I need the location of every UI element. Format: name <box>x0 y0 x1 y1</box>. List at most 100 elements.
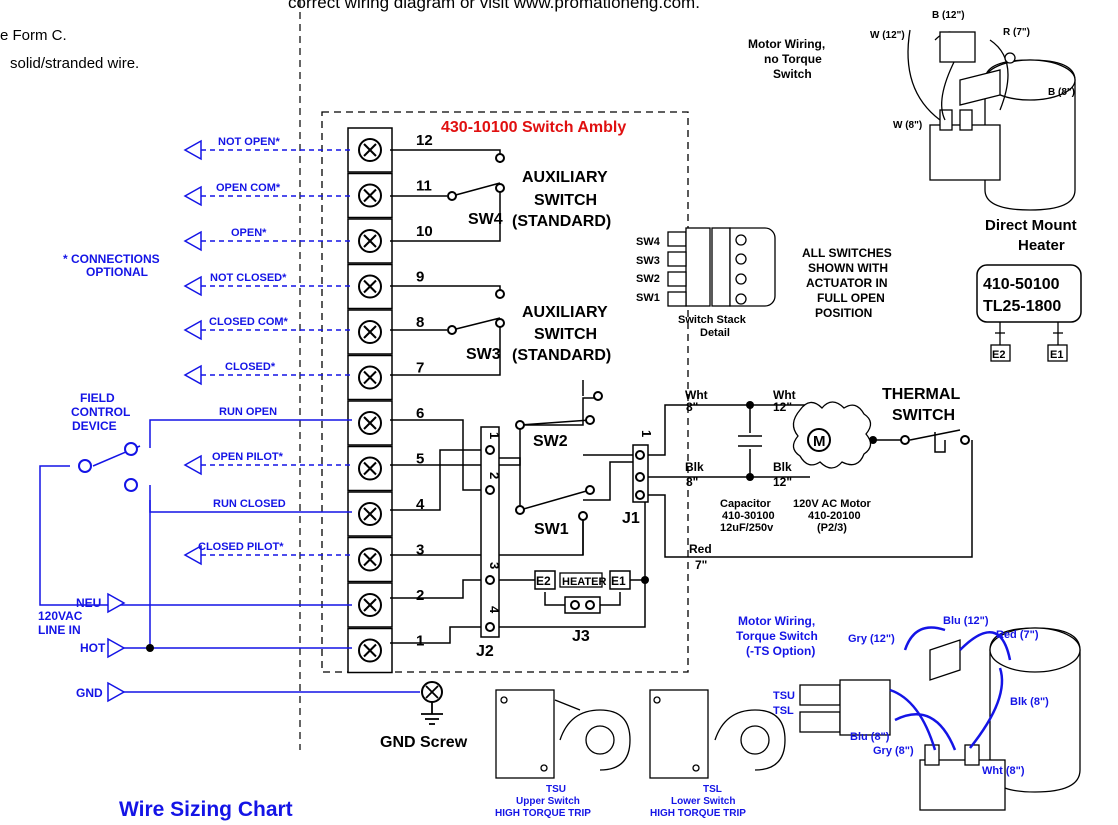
terminal-number: 9 <box>416 269 424 286</box>
j2-pin4-label: 4 <box>487 606 502 614</box>
motor-ts-gry8: Gry (8") <box>873 745 914 757</box>
terminal-number: 11 <box>416 178 432 195</box>
output-arrow-icon <box>183 230 202 252</box>
terminal-7: 7 <box>347 354 424 401</box>
motor-top-title-2: no Torque <box>764 52 822 66</box>
sw1-label: SW1 <box>534 521 569 538</box>
tsl-label-1: TSL <box>703 784 722 795</box>
run-open-label: RUN OPEN <box>219 406 277 418</box>
terminal-2: 2 <box>347 582 424 628</box>
heater-e1-box <box>609 570 631 590</box>
output-arrow-icon <box>183 364 202 386</box>
motor-ts-red7: Red (7") <box>996 629 1039 641</box>
output-arrow-icon <box>183 139 202 161</box>
neu-arrow-icon <box>107 592 126 614</box>
terminal-1: 1 <box>347 627 424 674</box>
wht8-len: 8" <box>686 400 698 414</box>
connections-optional-1: * CONNECTIONS <box>63 252 160 266</box>
hot-arrow-icon <box>107 637 126 659</box>
stack-sw1: SW1 <box>636 292 660 304</box>
thermal-label-2: SWITCH <box>892 407 955 424</box>
tsu-label-2: Upper Switch <box>516 796 580 807</box>
switch-contacts <box>447 153 970 521</box>
heater-e2-label: E2 <box>536 574 551 588</box>
terminal-6: 6 <box>347 400 424 446</box>
motor-ts-blue-wires <box>889 626 1012 751</box>
run-closed-label: RUN CLOSED <box>213 498 286 510</box>
heater-e2-box <box>534 570 556 590</box>
aux-top-line1: AUXILIARY <box>522 169 608 186</box>
output-line: CLOSED* <box>183 361 352 386</box>
output-label: CLOSED COM* <box>209 316 289 328</box>
hot-label: HOT <box>80 641 106 655</box>
motor-top-b8: B (8") <box>1048 87 1075 98</box>
motor-ts-title-2: Torque Switch <box>736 629 818 643</box>
motor-label: 120V AC Motor <box>793 498 872 510</box>
j2-pin <box>485 622 495 632</box>
j1-pin1-label: 1 <box>639 430 654 437</box>
junction-dot <box>746 401 754 409</box>
motor-ts-wht8: Wht (8") <box>982 765 1025 777</box>
output-label: OPEN* <box>231 227 267 239</box>
direct-heater-title-1: Direct Mount <box>985 217 1077 234</box>
j1-pin <box>635 472 645 482</box>
motor-ts-blu8: Blu (8") <box>850 731 890 743</box>
motor-ts-gry12: Gry (12") <box>848 633 895 645</box>
terminal-number: 6 <box>416 405 424 422</box>
output-label: NOT CLOSED* <box>210 272 287 284</box>
j2-pin1-label: 1 <box>487 432 502 439</box>
position-note-4: FULL OPEN <box>817 291 885 305</box>
output-label: OPEN PILOT* <box>212 451 284 463</box>
motor-top-title-3: Switch <box>773 67 812 81</box>
field-control-wiring <box>39 419 420 693</box>
motor-ts-drawing <box>799 627 1081 811</box>
blk8-len: 8" <box>686 475 698 489</box>
capacitor-rating: 12uF/250v <box>720 522 774 534</box>
j2-label: J2 <box>476 643 494 660</box>
aux-bottom-line1: AUXILIARY <box>522 304 608 321</box>
terminal-number: 3 <box>416 542 424 559</box>
stack-caption-2: Detail <box>700 327 730 339</box>
stack-caption-1: Switch Stack <box>678 314 747 326</box>
j3-pin <box>570 600 580 610</box>
heater-box <box>559 572 603 588</box>
heater-e1-label: E1 <box>611 574 626 588</box>
direct-heater-leads <box>990 322 1068 362</box>
motor-ts-blu12: Blu (12") <box>943 615 989 627</box>
j2-pin3-label: 3 <box>487 562 502 569</box>
terminal-number: 4 <box>416 496 425 513</box>
output-line: CLOSED PILOT* <box>183 541 352 566</box>
terminal-number: 7 <box>416 360 424 377</box>
internal-wiring <box>390 149 973 644</box>
tsu-label-3: HIGH TORQUE TRIP <box>495 808 591 819</box>
output-arrow-icon <box>183 454 202 476</box>
junction-dot <box>641 576 649 584</box>
motor-top-w12: W (12") <box>870 30 905 41</box>
field-control-1: FIELD <box>80 391 115 405</box>
output-arrow-icon <box>183 319 202 341</box>
red-wire-label: Red <box>689 542 712 556</box>
output-line: OPEN PILOT* <box>183 451 352 476</box>
connections-optional-2: OPTIONAL <box>86 265 148 279</box>
direct-heater-e1: E1 <box>1050 349 1063 361</box>
aux-top-line2: SWITCH <box>534 192 597 209</box>
motor-coil <box>792 401 872 469</box>
gnd-label: GND <box>76 686 103 700</box>
position-note-5: POSITION <box>815 306 872 320</box>
output-arrow-icon <box>183 275 202 297</box>
thermal-label-1: THERMAL <box>882 386 960 403</box>
direct-heater-e2: E2 <box>992 349 1005 361</box>
output-label: CLOSED PILOT* <box>198 541 284 553</box>
terminal-number: 12 <box>416 132 433 149</box>
ground-symbol-icon <box>421 685 443 725</box>
direct-heater-box <box>976 264 1082 323</box>
motor-top-b12: B (12") <box>932 10 965 21</box>
stack-sw4: SW4 <box>636 236 661 248</box>
capacitor-part: 410-30100 <box>722 510 775 522</box>
switch-assembly-box <box>321 111 689 673</box>
stack-sw2: SW2 <box>636 273 660 285</box>
tsu-drawing <box>495 689 631 779</box>
field-contact <box>124 478 138 492</box>
gnd-arrow-icon <box>107 681 126 703</box>
